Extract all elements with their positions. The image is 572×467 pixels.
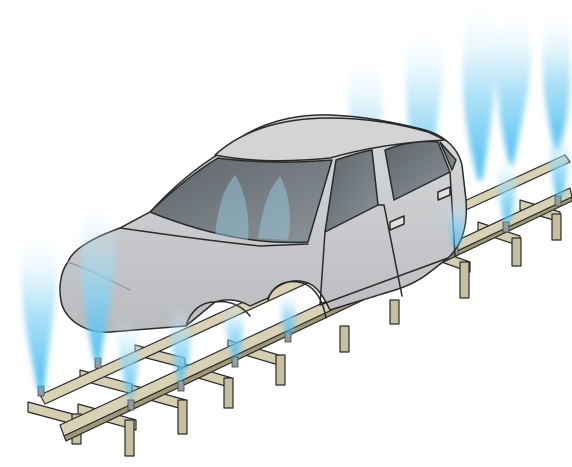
nozzle (232, 357, 238, 367)
nozzle (128, 400, 134, 410)
rail-post (460, 262, 469, 298)
rail-post (390, 300, 399, 324)
rail-post (178, 400, 187, 434)
rail-post (512, 238, 521, 266)
rail-post (552, 214, 561, 240)
spray-plume (21, 233, 57, 390)
spray-plume (462, 4, 498, 180)
spray-plume (497, 10, 531, 165)
spray-plume (542, 10, 570, 150)
rail-post (276, 355, 285, 385)
spray-plume (81, 203, 115, 362)
rail-post (224, 378, 233, 408)
rail-post (125, 420, 134, 456)
rail-post (340, 326, 349, 352)
car-body (60, 115, 466, 332)
